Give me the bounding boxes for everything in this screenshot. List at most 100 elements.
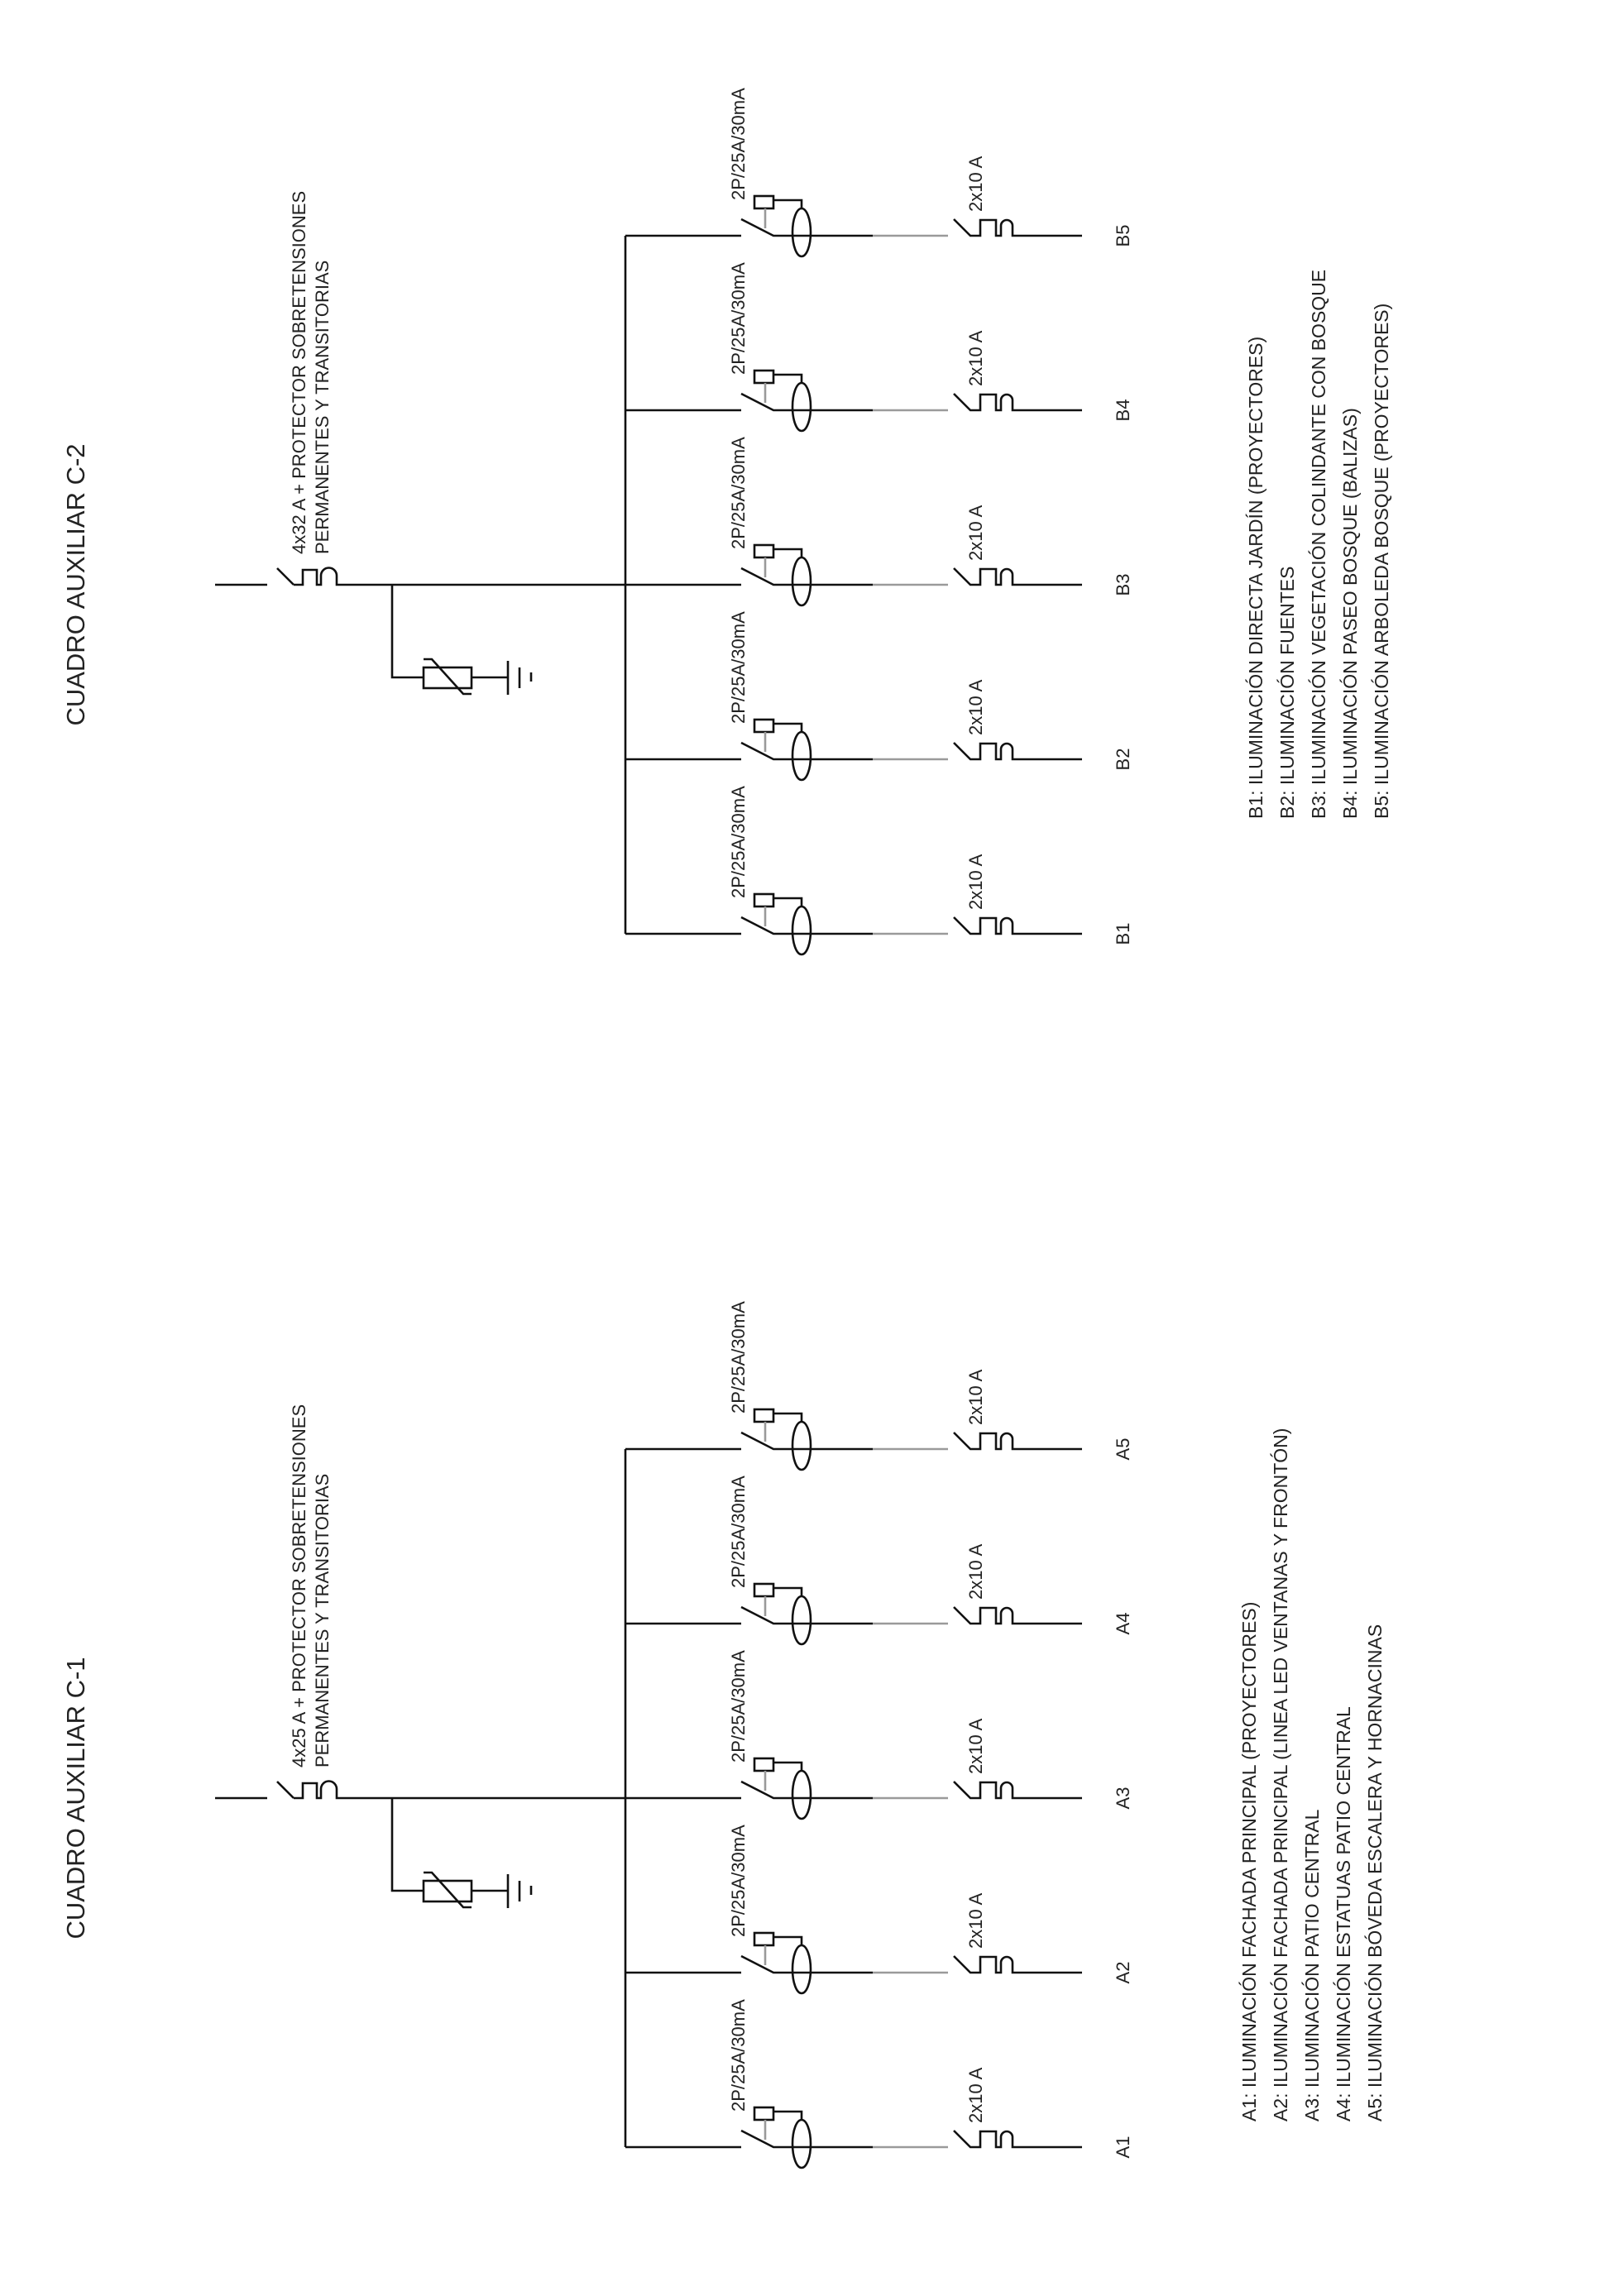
- rcd-trip-coil-icon: [753, 369, 775, 385]
- rcd-rating-label: 2P/25A/30mA: [728, 1476, 749, 1588]
- rcd-trip-coil-icon: [753, 1931, 775, 1947]
- breaker-icon: [953, 1955, 1082, 1974]
- rcd-contact: [740, 1954, 873, 1974]
- board-c2: CUADRO AUXILIAR C-2 4x32 A + PROTECTOR SO…: [61, 88, 1392, 956]
- main-breaker-thermal-icon: [294, 567, 625, 586]
- rcd-toroid-icon: [791, 730, 812, 782]
- rcd-contact: [740, 1431, 873, 1451]
- circuit-a3: 2P/25A/30mA 2x10 A A3: [625, 1650, 1133, 1820]
- varistor-diagonal: [424, 1871, 472, 1909]
- rcd-contact: [740, 741, 873, 761]
- circuit-id-label: B4: [1113, 399, 1133, 422]
- legend-item: B4: ILUMINACIÓN PASEO BOSQUE (BALIZAS): [1339, 408, 1361, 819]
- main-breaker-label-line2: PERMANENTES Y TRANSITORIAS: [312, 261, 333, 554]
- circuit-a2: 2P/25A/30mA 2x10 A A2: [625, 1825, 1133, 1995]
- rcd-contact: [740, 392, 873, 412]
- rcd-trip-coil-icon: [753, 2106, 775, 2121]
- breaker-rating-label: 2x10 A: [965, 854, 986, 910]
- breaker-rating-label: 2x10 A: [965, 155, 986, 212]
- breaker-rating-label: 2x10 A: [965, 1369, 986, 1425]
- breaker-rating-label: 2x10 A: [965, 1892, 986, 1949]
- rcd-toroid-icon: [791, 381, 812, 433]
- rcd-contact: [740, 567, 873, 586]
- legend-item: B2: ILUMINACIÓN FUENTES: [1276, 567, 1298, 819]
- rcd-sensor-link: [773, 1586, 803, 1596]
- rcd-sensor-link: [773, 548, 803, 557]
- main-breaker-label: 4x25 A + PROTECTOR SOBRETENSIONES: [289, 1404, 309, 1767]
- main-breaker-label-line2: PERMANENTES Y TRANSITORIAS: [312, 1474, 333, 1767]
- circuit-id-label: A5: [1113, 1438, 1133, 1461]
- ground-icon: [472, 1874, 533, 1908]
- board-title: CUADRO AUXILIAR C-2: [61, 443, 90, 725]
- legend-item: A4: ILUMINACIÓN ESTATUAS PATIO CENTRAL: [1333, 1706, 1354, 2121]
- circuit-id-label: B5: [1113, 225, 1133, 247]
- breaker-rating-label: 2x10 A: [965, 2067, 986, 2123]
- breaker-icon: [953, 2130, 1082, 2149]
- legend-item: A1: ILUMINACIÓN FACHADA PRINCIPAL (PROYE…: [1238, 1602, 1260, 2121]
- breaker-icon: [953, 916, 1082, 935]
- rcd-toroid-icon: [791, 2118, 812, 2169]
- rcd-sensor-link: [773, 2110, 803, 2120]
- rcd-trip-coil-icon: [753, 1582, 775, 1598]
- rcd-rating-label: 2P/25A/30mA: [728, 1999, 749, 2112]
- rcd-trip-coil-icon: [753, 892, 775, 908]
- rcd-toroid-icon: [791, 1420, 812, 1471]
- circuit-id-label: A2: [1113, 1962, 1133, 1984]
- breaker-icon: [953, 1432, 1082, 1451]
- rcd-toroid-icon: [791, 556, 812, 607]
- breaker-icon: [953, 567, 1082, 586]
- main-breaker-contact: [276, 567, 294, 586]
- main-breaker-label: 4x32 A + PROTECTOR SOBRETENSIONES: [289, 191, 309, 554]
- circuit-id-label: A1: [1113, 2136, 1133, 2159]
- breaker-icon: [953, 1781, 1082, 1800]
- circuit-a1: 2P/25A/30mA 2x10 A A1: [625, 1999, 1133, 2169]
- rcd-rating-label: 2P/25A/30mA: [728, 1650, 749, 1763]
- rcd-sensor-link: [773, 1935, 803, 1945]
- legend-item: A3: ILUMINACIÓN PATIO CENTRAL: [1301, 1809, 1323, 2121]
- rcd-trip-coil-icon: [753, 1757, 775, 1772]
- legend-item: A2: ILUMINACIÓN FACHADA PRINCIPAL (LINEA…: [1270, 1428, 1291, 2121]
- rcd-trip-coil-icon: [753, 1408, 775, 1423]
- legend-item: B1: ILUMINACIÓN DIRECTA JARDÍN (PROYECTO…: [1245, 337, 1266, 819]
- breaker-icon: [953, 218, 1082, 237]
- circuit-b1: 2P/25A/30mA 2x10 A B1: [625, 786, 1133, 956]
- board-title: CUADRO AUXILIAR C-1: [61, 1657, 90, 1939]
- rcd-rating-label: 2P/25A/30mA: [728, 262, 749, 375]
- breaker-icon: [953, 393, 1082, 412]
- legend-item: B5: ILUMINACIÓN ARBOLEDA BOSQUE (PROYECT…: [1371, 304, 1392, 819]
- circuit-a5: 2P/25A/30mA 2x10 A A5: [625, 1301, 1133, 1471]
- rcd-rating-label: 2P/25A/30mA: [728, 1301, 749, 1413]
- ground-icon: [472, 661, 533, 695]
- rcd-toroid-icon: [791, 207, 812, 258]
- rcd-contact: [740, 2129, 873, 2149]
- surge-protector-branch: [390, 1798, 424, 1892]
- varistor-diagonal: [424, 658, 472, 696]
- rcd-sensor-link: [773, 897, 803, 906]
- rcd-sensor-link: [773, 199, 803, 208]
- rcd-contact: [740, 1780, 873, 1800]
- breaker-icon: [953, 1606, 1082, 1625]
- surge-protector-branch: [390, 585, 424, 679]
- rcd-rating-label: 2P/25A/30mA: [728, 1825, 749, 1937]
- breaker-icon: [953, 742, 1082, 761]
- rcd-rating-label: 2P/25A/30mA: [728, 611, 749, 724]
- rcd-contact: [740, 916, 873, 935]
- main-breaker-thermal-icon: [294, 1780, 625, 1800]
- circuit-id-label: B3: [1113, 574, 1133, 596]
- main-breaker-contact: [276, 1781, 294, 1799]
- circuit-id-label: B1: [1113, 923, 1133, 945]
- rcd-toroid-icon: [791, 1595, 812, 1646]
- rcd-rating-label: 2P/25A/30mA: [728, 786, 749, 898]
- circuit-id-label: A3: [1113, 1787, 1133, 1810]
- rcd-sensor-link: [773, 1412, 803, 1422]
- breaker-rating-label: 2x10 A: [965, 1718, 986, 1774]
- breaker-rating-label: 2x10 A: [965, 679, 986, 735]
- legend-item: A5: ILUMINACIÓN BÓVEDA ESCALERA Y HORNAC…: [1364, 1624, 1386, 2121]
- board-c1: CUADRO AUXILIAR C-1 4x25 A + PROTECTOR SO…: [61, 1301, 1386, 2169]
- rcd-toroid-icon: [791, 905, 812, 956]
